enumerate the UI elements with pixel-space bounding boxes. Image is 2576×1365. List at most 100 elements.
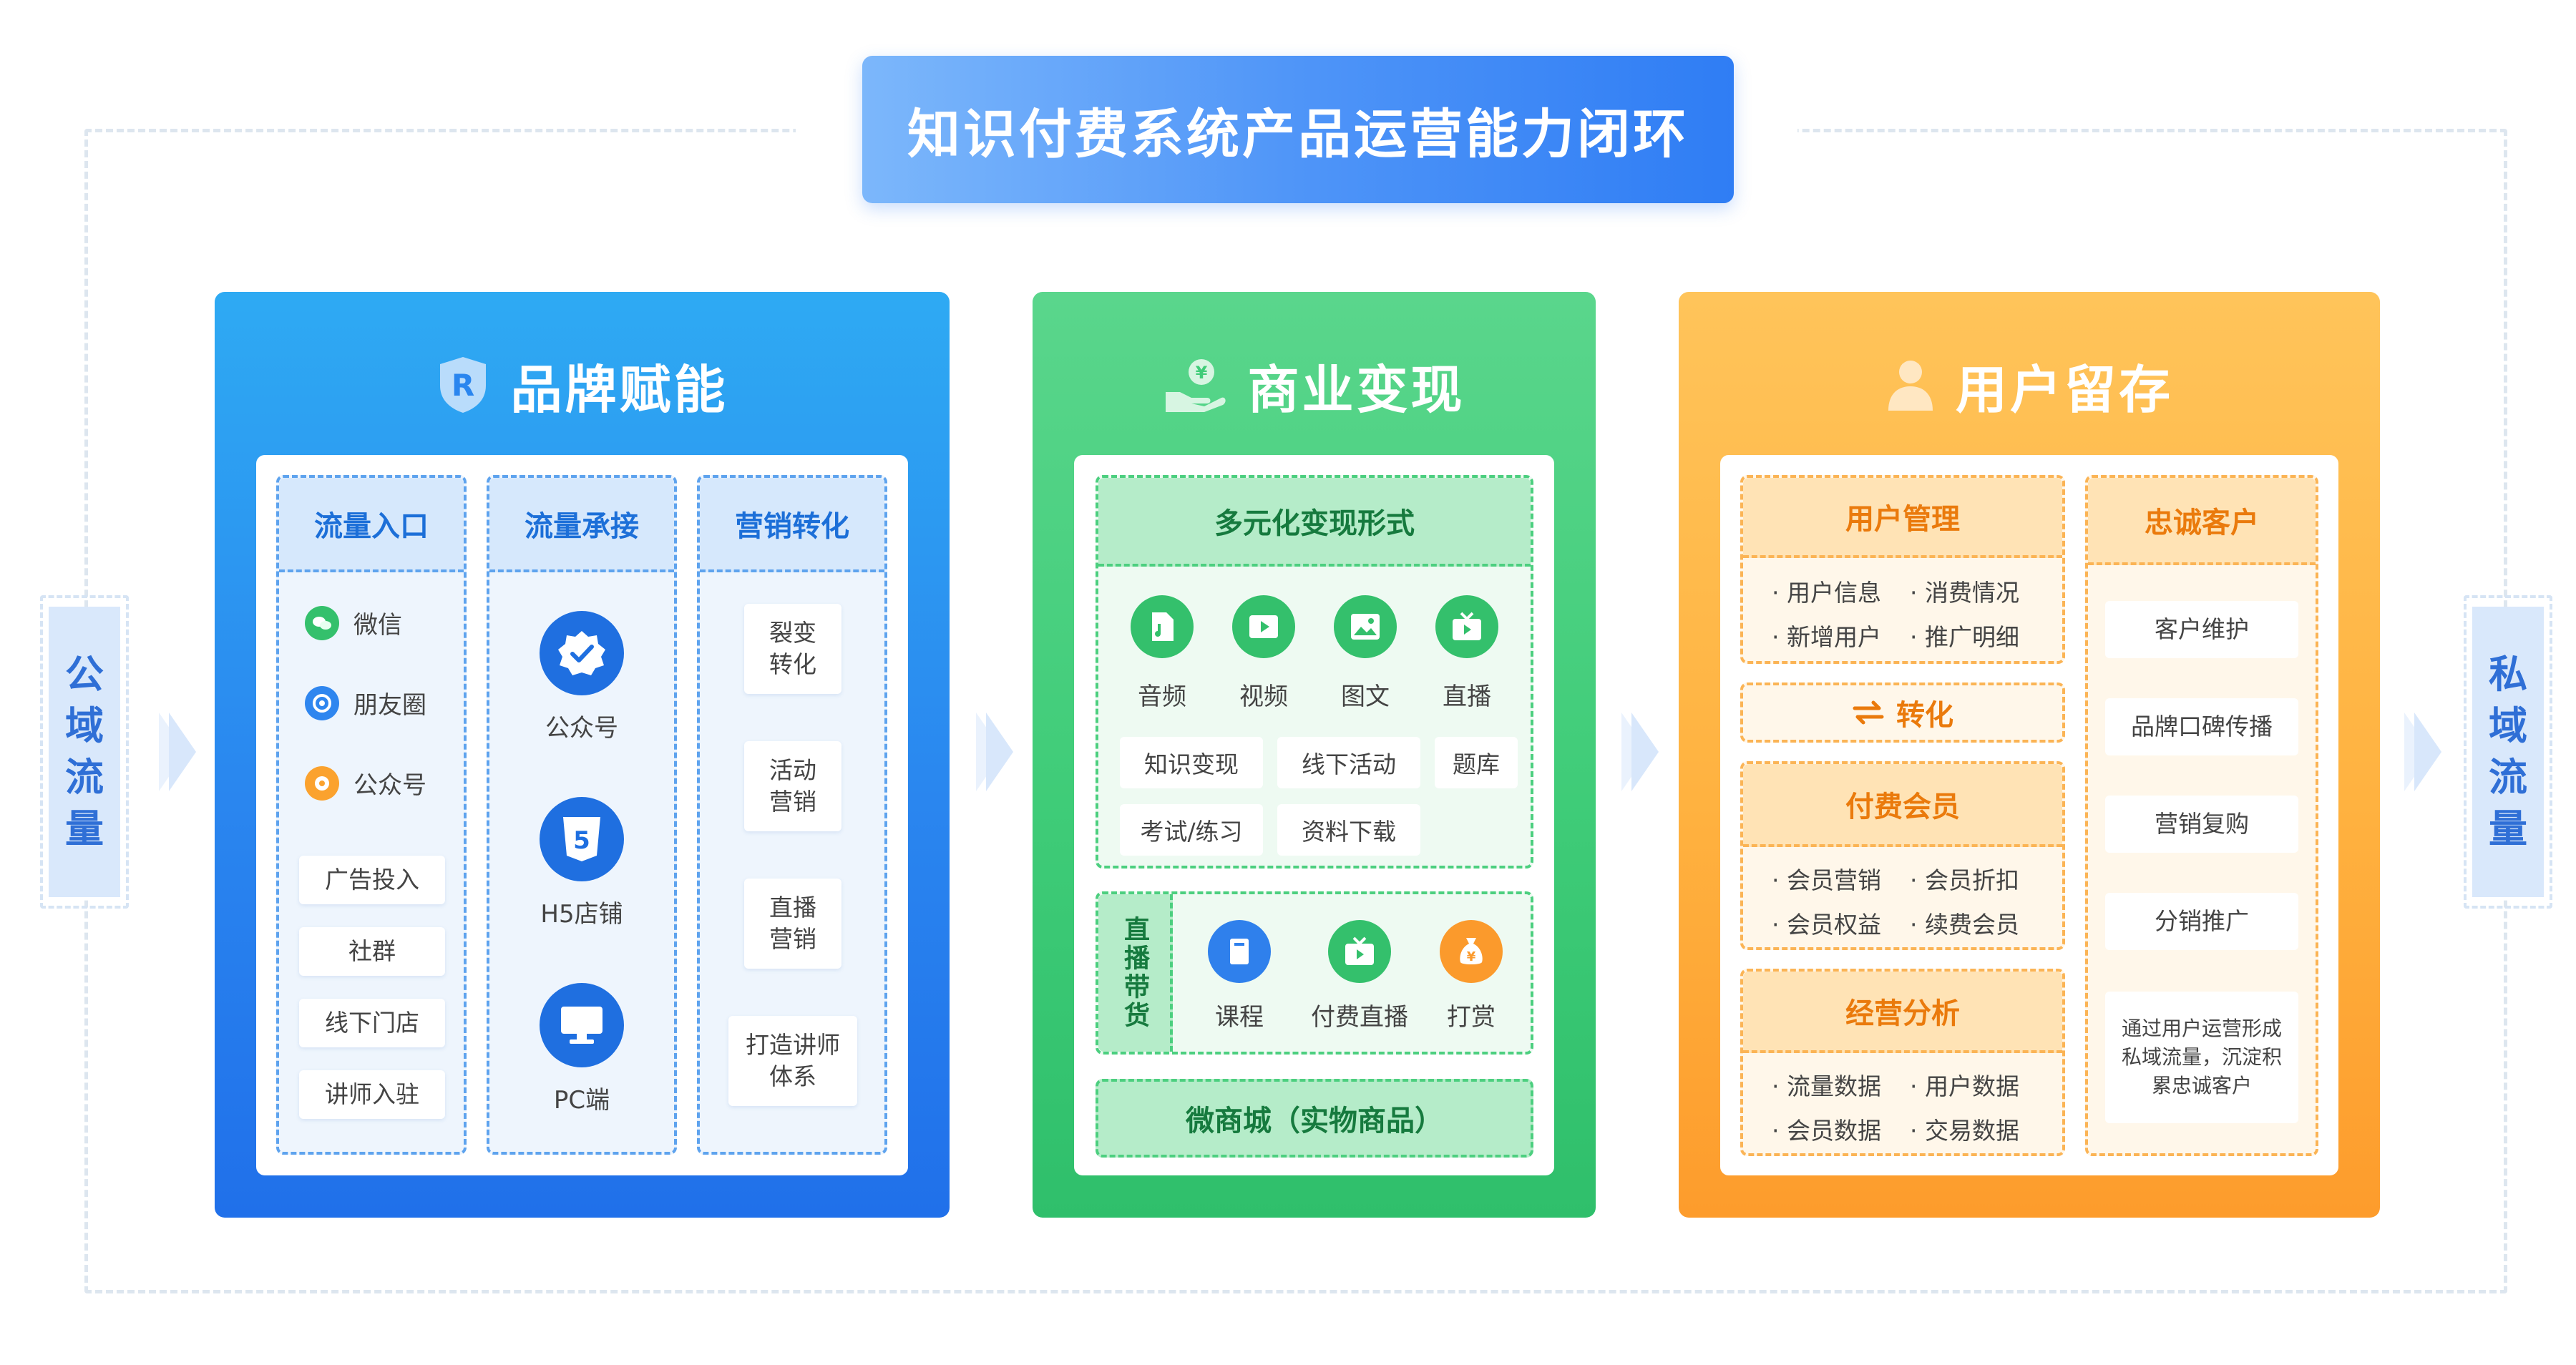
marketing-header: 营销转化	[700, 478, 884, 572]
marketing-column: 营销转化 裂变转化 活动营销 直播营销 打造讲师体系	[697, 475, 887, 1155]
chevron-right-icon	[2414, 713, 2441, 791]
distribution-box: 分销推广	[2105, 893, 2298, 950]
brand-panel-header: R 品牌赋能	[215, 342, 950, 428]
wechat-item: 微信	[305, 605, 402, 640]
svg-text:5: 5	[573, 826, 590, 855]
paid-member-section: 付费会员 · 会员营销 · 会员折扣 · 会员权益 · 续费会员	[1740, 761, 2065, 950]
verified-badge-icon	[540, 611, 624, 695]
money-bag-icon: ¥	[1440, 920, 1503, 983]
right-label-char: 量	[2489, 806, 2527, 851]
live-item: 直播	[1435, 595, 1499, 712]
title-banner: 知识付费系统产品运营能力闭环	[862, 56, 1734, 203]
loyal-note-box: 通过用户运营形成私域流量，沉淀积累忠诚客户	[2105, 992, 2298, 1123]
right-label-char: 流	[2489, 755, 2527, 800]
chevron-right-icon	[1631, 713, 1659, 791]
biz-panel-title: 商业变现	[1247, 359, 1465, 420]
left-label-char: 流	[65, 755, 104, 800]
word-of-mouth-box: 品牌口碑传播	[2105, 698, 2298, 755]
fission-box: 裂变转化	[744, 604, 841, 694]
exam-practice-chip: 考试/练习	[1120, 804, 1263, 856]
moments-label: 朋友圈	[353, 691, 426, 720]
tip-label: 打赏	[1447, 1003, 1496, 1032]
user-panel: 用户留存 用户管理 · 用户信息 · 消费情况 · 新增用户 · 推广明细 转化…	[1679, 292, 2380, 1218]
user-panel-header: 用户留存	[1679, 342, 2380, 428]
right-label-char: 私	[2489, 652, 2527, 697]
swap-arrows-icon	[1853, 700, 1884, 725]
audio-item: 音频	[1130, 595, 1194, 712]
h5-shop-label: H5店铺	[540, 900, 623, 929]
left-side-label: 公 域 流 量	[40, 595, 129, 909]
right-label-char: 域	[2489, 703, 2527, 748]
live-marketing-box: 直播营销	[744, 879, 841, 969]
bullet-item: · 会员折扣	[1910, 866, 2019, 894]
course-item: 课程	[1200, 920, 1279, 1032]
live-tv-icon	[1328, 920, 1391, 983]
book-icon	[1208, 920, 1271, 983]
moments-item: 朋友圈	[305, 685, 426, 720]
live-sales-label: 直播带货	[1120, 916, 1149, 1030]
loyal-customer-section: 忠诚客户 客户维护 品牌口碑传播 营销复购 分销推广 通过用户运营形成私域流量，…	[2085, 475, 2318, 1156]
brand-panel-title: 品牌赋能	[510, 359, 728, 420]
live-sales-label-box: 直播带货	[1098, 894, 1173, 1052]
image-text-item: 图文	[1333, 595, 1397, 712]
page-title: 知识付费系统产品运营能力闭环	[907, 103, 1689, 165]
loyal-customer-header: 忠诚客户	[2088, 478, 2316, 565]
repurchase-box: 营销复购	[2105, 796, 2298, 853]
chevron-right-icon	[169, 713, 196, 791]
convert-label: 转化	[1896, 699, 1953, 732]
svg-text:¥: ¥	[1467, 949, 1476, 964]
traffic-accept-header: 流量承接	[489, 478, 674, 572]
monitor-icon	[540, 983, 624, 1067]
paid-live-item: 付费直播	[1306, 920, 1413, 1032]
image-icon	[1334, 595, 1397, 658]
moments-icon	[305, 685, 339, 720]
question-bank-chip: 题库	[1435, 737, 1518, 788]
bullet-item: · 续费会员	[1910, 911, 2019, 939]
bullet-item: · 会员营销	[1772, 866, 1881, 894]
live-sales-section: 直播带货 课程 付费直播 ¥ 打赏	[1096, 891, 1533, 1055]
official-account-icon	[305, 765, 339, 801]
biz-panel-body: 多元化变现形式 音频 视频 图文 直播 知识变现 线下活动 题库 考试/练习 资…	[1074, 455, 1554, 1175]
h5-shop-entry: 5 H5店铺	[489, 797, 674, 929]
lecturer-system-box: 打造讲师体系	[728, 1016, 857, 1106]
business-analysis-bullets: · 流量数据 · 用户数据 · 会员数据 · 交易数据	[1772, 1067, 2048, 1146]
paid-live-label: 付费直播	[1311, 1003, 1408, 1032]
audio-file-icon	[1131, 595, 1194, 658]
video-icon	[1232, 595, 1295, 658]
bullet-item: · 会员权益	[1772, 911, 1881, 939]
business-analysis-section: 经营分析 · 流量数据 · 用户数据 · 会员数据 · 交易数据	[1740, 969, 2065, 1156]
bullet-item: · 用户信息	[1772, 579, 1881, 607]
monetization-forms-section: 多元化变现形式 音频 视频 图文 直播 知识变现 线下活动 题库 考试/练习 资…	[1096, 475, 1533, 869]
left-label-char: 公	[65, 652, 104, 697]
video-label: 视频	[1239, 682, 1288, 711]
pc-entry: PC端	[489, 983, 674, 1115]
user-management-header: 用户管理	[1743, 478, 2062, 558]
offline-store-box: 线下门店	[299, 999, 445, 1047]
bullet-item: · 会员数据	[1772, 1117, 1881, 1145]
image-text-label: 图文	[1341, 682, 1390, 711]
official-account-entry-label: 公众号	[545, 714, 618, 743]
official-account-item: 公众号	[305, 765, 426, 801]
html5-icon: 5	[540, 797, 624, 881]
audio-label: 音频	[1138, 682, 1186, 711]
convert-bar: 转化	[1740, 682, 2065, 743]
bullet-item: · 用户数据	[1910, 1072, 2019, 1100]
micro-mall-bar: 微商城（实物商品）	[1096, 1079, 1533, 1158]
user-panel-title: 用户留存	[1955, 359, 2173, 420]
user-management-section: 用户管理 · 用户信息 · 消费情况 · 新增用户 · 推广明细	[1740, 475, 2065, 664]
wechat-label: 微信	[353, 611, 402, 640]
offline-activity-chip: 线下活动	[1277, 737, 1420, 788]
left-label-char: 量	[65, 806, 104, 851]
lecturer-box: 讲师入驻	[299, 1070, 445, 1119]
hand-coin-icon: ¥	[1166, 359, 1226, 412]
activity-box: 活动营销	[744, 741, 841, 831]
official-account-entry: 公众号	[489, 611, 674, 743]
paid-member-header: 付费会员	[1743, 764, 2062, 847]
course-label: 课程	[1215, 1003, 1264, 1032]
official-account-label: 公众号	[353, 771, 426, 800]
paid-member-bullets: · 会员营销 · 会员折扣 · 会员权益 · 续费会员	[1772, 861, 2048, 940]
user-management-bullets: · 用户信息 · 消费情况 · 新增用户 · 推广明细	[1772, 574, 2048, 652]
bullet-item: · 推广明细	[1910, 623, 2019, 651]
tip-item: ¥ 打赏	[1432, 920, 1511, 1032]
community-box: 社群	[299, 927, 445, 976]
